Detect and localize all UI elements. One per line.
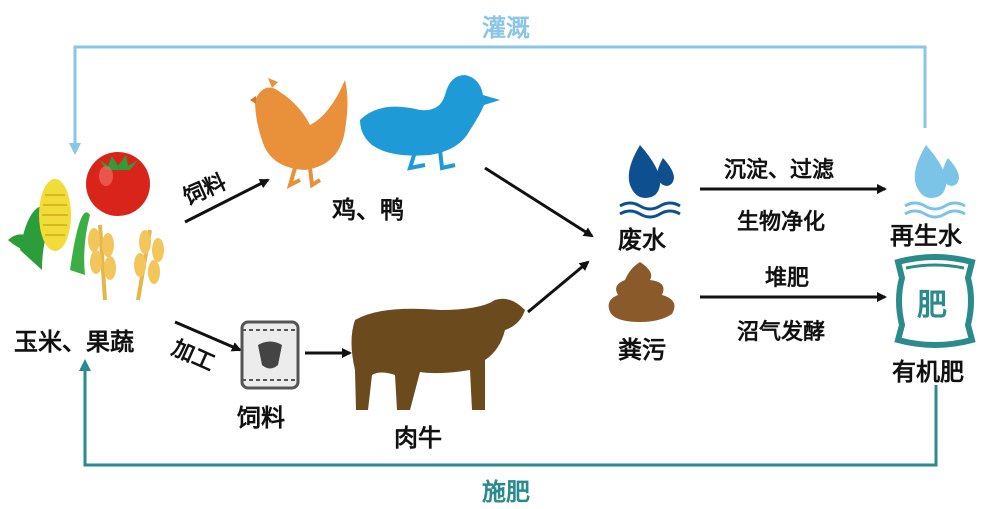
poultry-label: 鸡、鸭 [332,196,404,224]
cattle-icon [351,298,525,410]
fertilization-label: 施肥 [482,478,530,506]
manure-label: 粪污 [618,336,666,364]
reclaimed-water-drop-icon [904,145,966,219]
irrigation-label: 灌溉 [482,14,530,42]
feed-bag-icon [240,320,300,390]
chicken-icon [250,78,348,189]
irrigation-loop-line [69,45,927,155]
arrow-poultry-to-waste [484,166,594,238]
feed-label: 饲料 [237,404,285,432]
duck-icon [360,75,500,171]
water-step2-label: 生物净化 [737,210,826,235]
fertilization-loop-line [79,359,938,467]
reclaimed-water-label: 再生水 [890,222,962,250]
arrow-crops-to-feed [174,320,242,352]
wastewater-drop-icon [619,145,681,219]
manure-step2-label: 沼气发酵 [737,320,826,345]
manure-icon [608,262,675,322]
fertilizer-bag-text: 肥 [917,288,947,323]
wastewater-label: 废水 [618,226,666,254]
crops-icon [8,152,164,301]
fertilizer-bag-icon [894,254,976,348]
water-step1-label: 沉淀、过滤 [724,158,835,183]
cattle-label: 肉牛 [394,424,442,452]
crops-label: 玉米、果蔬 [14,328,134,356]
organic-fertilizer-label: 有机肥 [892,358,964,386]
arrow-cattle-to-waste [527,260,590,314]
arrow-crops-to-poultry [184,178,270,224]
manure-step1-label: 堆肥 [765,266,810,291]
